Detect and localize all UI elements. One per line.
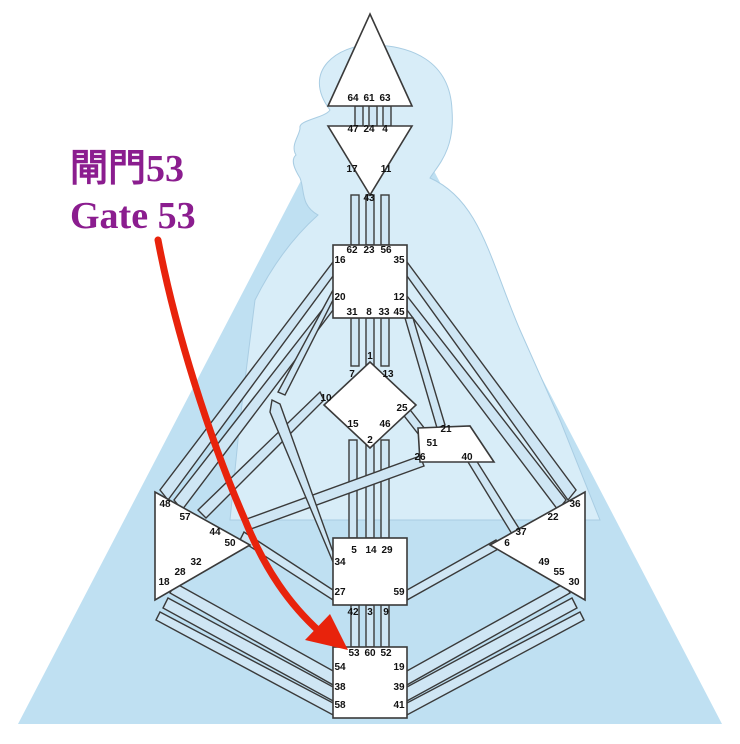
gate-label-24: 24 bbox=[363, 124, 375, 135]
gate-label-8: 8 bbox=[366, 307, 372, 318]
gate-label-44: 44 bbox=[209, 527, 221, 538]
gate-label-52: 52 bbox=[380, 648, 392, 659]
sacral-center bbox=[332, 537, 408, 606]
gate-label-54: 54 bbox=[334, 662, 346, 673]
gate-label-56: 56 bbox=[380, 245, 392, 256]
gate-label-39: 39 bbox=[393, 682, 405, 693]
gate-label-28: 28 bbox=[174, 567, 186, 578]
gate-label-12: 12 bbox=[393, 292, 405, 303]
gate-label-7: 7 bbox=[349, 369, 355, 380]
gate-label-64: 64 bbox=[347, 93, 359, 104]
gate-label-31: 31 bbox=[346, 307, 358, 318]
gate-label-9: 9 bbox=[383, 607, 389, 618]
gate-label-30: 30 bbox=[568, 577, 580, 588]
gate-label-36: 36 bbox=[569, 499, 581, 510]
gate-label-3: 3 bbox=[367, 607, 373, 618]
gate-label-29: 29 bbox=[381, 545, 393, 556]
callout-title-english: Gate 53 bbox=[70, 195, 196, 237]
gate-label-1: 1 bbox=[367, 351, 373, 362]
gate-label-26: 26 bbox=[414, 452, 426, 463]
heart-center bbox=[417, 425, 496, 463]
gate-label-25: 25 bbox=[396, 403, 408, 414]
gate-label-43: 43 bbox=[363, 193, 375, 204]
gate-label-40: 40 bbox=[461, 452, 473, 463]
gate-label-34: 34 bbox=[334, 557, 346, 568]
spleen-center bbox=[154, 490, 252, 602]
gate-label-45: 45 bbox=[393, 307, 405, 318]
gate-label-49: 49 bbox=[538, 557, 550, 568]
gate-label-20: 20 bbox=[334, 292, 346, 303]
gate-label-23: 23 bbox=[363, 245, 375, 256]
gate-label-62: 62 bbox=[346, 245, 358, 256]
gate-label-10: 10 bbox=[320, 393, 332, 404]
gate-label-32: 32 bbox=[190, 557, 202, 568]
gate-label-33: 33 bbox=[378, 307, 390, 318]
gate-label-63: 63 bbox=[379, 93, 391, 104]
gate-label-38: 38 bbox=[334, 682, 346, 693]
gate-label-48: 48 bbox=[159, 499, 171, 510]
gate-label-42: 42 bbox=[347, 607, 359, 618]
gate-label-55: 55 bbox=[553, 567, 565, 578]
callout-arrow-shaft bbox=[154, 236, 324, 636]
gate-label-11: 11 bbox=[381, 164, 392, 175]
gate-label-57: 57 bbox=[179, 512, 191, 523]
g-center bbox=[322, 360, 418, 450]
gate-label-5: 5 bbox=[351, 545, 357, 556]
callout-title-chinese: 閘門53 bbox=[70, 148, 185, 190]
gate-label-19: 19 bbox=[393, 662, 405, 673]
gate-label-2: 2 bbox=[367, 435, 373, 446]
solar-plexus-center bbox=[488, 490, 586, 602]
gate-label-6: 6 bbox=[504, 538, 510, 549]
gate-label-51: 51 bbox=[426, 438, 438, 449]
gate-label-18: 18 bbox=[158, 577, 170, 588]
gate-label-22: 22 bbox=[547, 512, 559, 523]
gate-label-53: 53 bbox=[348, 648, 360, 659]
gate-label-4: 4 bbox=[382, 124, 388, 135]
gate-label-61: 61 bbox=[363, 93, 375, 104]
gate-label-47: 47 bbox=[347, 124, 359, 135]
gate-label-41: 41 bbox=[393, 700, 405, 711]
gate-label-17: 17 bbox=[346, 164, 358, 175]
gate-label-35: 35 bbox=[393, 255, 405, 266]
energy-centers bbox=[154, 12, 586, 719]
gate-label-37: 37 bbox=[515, 527, 527, 538]
gate-label-59: 59 bbox=[393, 587, 405, 598]
root-center bbox=[332, 646, 408, 719]
gate-label-21: 21 bbox=[440, 424, 452, 435]
gate-label-60: 60 bbox=[364, 648, 376, 659]
gate-label-27: 27 bbox=[334, 587, 346, 598]
gate-label-46: 46 bbox=[379, 419, 391, 430]
ajna-center bbox=[326, 125, 414, 197]
throat-center bbox=[332, 244, 408, 319]
callout-arrow-head bbox=[305, 614, 348, 650]
gate-label-15: 15 bbox=[347, 419, 359, 430]
gate-label-14: 14 bbox=[365, 545, 377, 556]
head-center bbox=[326, 12, 414, 107]
gate-label-50: 50 bbox=[224, 538, 236, 549]
channels bbox=[155, 105, 585, 718]
gate-label-13: 13 bbox=[382, 369, 394, 380]
gate-label-58: 58 bbox=[334, 700, 346, 711]
gate-label-16: 16 bbox=[334, 255, 346, 266]
